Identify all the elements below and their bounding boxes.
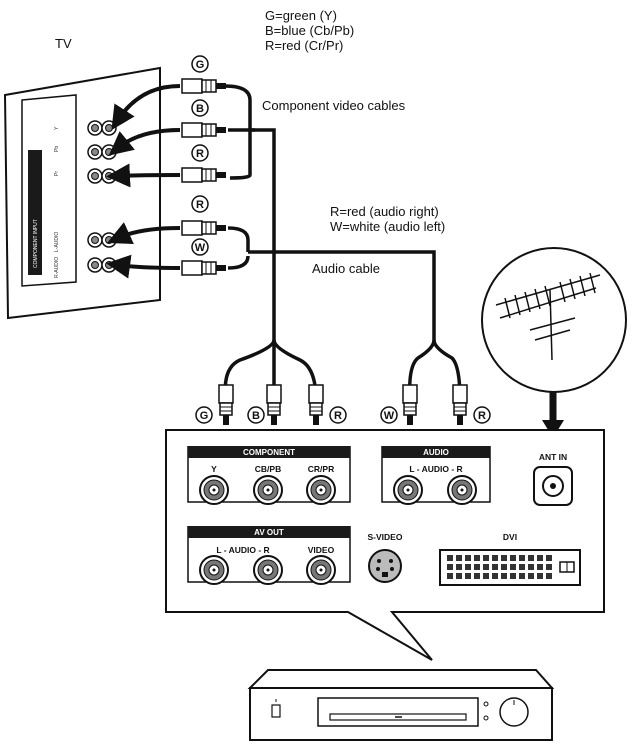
- tv-label: TV: [55, 36, 72, 51]
- tv-jack-y: [87, 120, 103, 136]
- audio-legend-red: R=red (audio right): [330, 204, 439, 219]
- component-fan-g: [223, 339, 276, 401]
- tv-y-label: Y: [54, 126, 60, 130]
- device-rear-panel: COMPONENT Y CB/PB CR/PR AUDIO L - AUDIO …: [165, 429, 605, 661]
- component-cable-g-r: [224, 84, 252, 180]
- port-crpr-label: CR/PR: [308, 464, 334, 474]
- jack-component-y: [199, 475, 229, 505]
- disc-tray: [317, 697, 479, 727]
- badge-dev-audio-r: R: [478, 410, 486, 422]
- audio-lr-label: L - AUDIO - R: [409, 464, 462, 474]
- jack-audio-l: [393, 475, 423, 505]
- plug-tv-audio-w: [181, 260, 227, 276]
- plug-tv-b: [181, 122, 227, 138]
- tv-jack-pb: [87, 144, 103, 160]
- av-out-group-label: AV OUT: [254, 528, 284, 537]
- device-plug-badges: G B R W R: [195, 406, 491, 424]
- legend-red: R=red (Cr/Pr): [265, 38, 343, 53]
- plug-tv-audio-r: [181, 220, 227, 236]
- av-out-group-header: [188, 526, 350, 538]
- tv-jack-audio-l2: [101, 257, 117, 273]
- badge-dev-audio-w: W: [384, 410, 395, 422]
- component-trunk: [250, 128, 276, 340]
- tv-pr-label: Pr: [54, 171, 60, 176]
- plug-dev-audio-w: [402, 384, 418, 426]
- audio-cable-r: [227, 226, 250, 252]
- playback-device: [247, 669, 555, 741]
- s-video-port: [368, 549, 402, 583]
- audio-legend-white: W=white (audio left): [330, 219, 445, 234]
- av-out-audio-label: L - AUDIO - R: [216, 545, 269, 555]
- cables: [223, 84, 462, 401]
- plug-tv-g: [181, 78, 227, 94]
- tv-input-strip: [28, 150, 42, 275]
- audio-cable-w: [227, 255, 250, 270]
- indicator-light-2: [483, 715, 489, 721]
- audio-group-header: [382, 446, 490, 458]
- badge-dev-b: B: [252, 410, 260, 422]
- jack-avout-r: [253, 555, 283, 585]
- av-out-video-label: VIDEO: [308, 545, 335, 555]
- jack-component-pr: [306, 475, 336, 505]
- jack-avout-l: [199, 555, 229, 585]
- tv-pb-label: Pb: [54, 146, 60, 152]
- antenna-inset: [481, 247, 627, 438]
- tv-jack-pr: [87, 168, 103, 184]
- component-group-label: COMPONENT: [243, 448, 295, 457]
- jack-component-pb: [253, 475, 283, 505]
- tv-jack-pb2: [101, 144, 117, 160]
- badge-tv-g: G: [196, 59, 205, 71]
- tv-arrows: [106, 84, 181, 279]
- power-button: [271, 704, 281, 718]
- plug-dev-g: [218, 384, 234, 426]
- tv-jack-pr2: [101, 168, 117, 184]
- tv-audio-r-label: R-AUDIO: [54, 257, 60, 278]
- jog-dial: [499, 697, 529, 727]
- component-group-header: [188, 446, 350, 458]
- tv-jack-y2: [101, 120, 117, 136]
- tv-audio-l-label: L-AUDIO: [54, 232, 60, 252]
- dvi-label: DVI: [503, 532, 517, 542]
- badge-dev-r: R: [334, 410, 342, 422]
- plug-dev-audio-r: [452, 384, 468, 426]
- plug-tv-r: [181, 167, 227, 183]
- port-y-label: Y: [211, 464, 217, 474]
- badge-dev-g: G: [200, 410, 209, 422]
- tv-component-input-label: COMPONENT INPUT: [33, 219, 39, 268]
- tv-jack-audio-r: [87, 232, 103, 248]
- audio-trunk: [248, 250, 436, 340]
- audio-fan-w: [407, 339, 436, 401]
- tv-input-1: 1: [31, 278, 34, 284]
- tv-plug-badges: G B R R W: [191, 55, 209, 256]
- tv-jack-audio-r2: [101, 232, 117, 248]
- legend-blue: B=blue (Cb/Pb): [265, 23, 354, 38]
- antenna-icon: [495, 272, 601, 361]
- audio-cable-label: Audio cable: [312, 261, 380, 276]
- badge-tv-r: R: [196, 148, 204, 160]
- legend-green: G=green (Y): [265, 8, 337, 23]
- badge-tv-audio-w: W: [195, 242, 206, 254]
- component-fan-r: [272, 339, 318, 401]
- tv-input-2: 2: [36, 278, 39, 284]
- port-cbpb-label: CB/PB: [255, 464, 281, 474]
- badge-tv-b: B: [196, 103, 204, 115]
- dvi-port: [439, 549, 581, 586]
- jack-audio-r: [447, 475, 477, 505]
- jack-avout-video: [306, 555, 336, 585]
- component-cables-label: Component video cables: [262, 98, 406, 113]
- audio-fan-r: [432, 339, 462, 401]
- tv-side-panel: COMPONENT INPUT Y Pb Pr L-AUDIO R-AUDIO …: [3, 66, 161, 320]
- plug-dev-b: [266, 384, 282, 426]
- indicator-light: [483, 701, 489, 707]
- s-video-label: S-VIDEO: [368, 532, 403, 542]
- audio-group-label: AUDIO: [423, 448, 449, 457]
- plug-dev-r: [308, 384, 324, 426]
- badge-tv-audio-r: R: [196, 199, 204, 211]
- ant-in-label: ANT IN: [539, 452, 567, 462]
- tv-jack-audio-l: [87, 257, 103, 273]
